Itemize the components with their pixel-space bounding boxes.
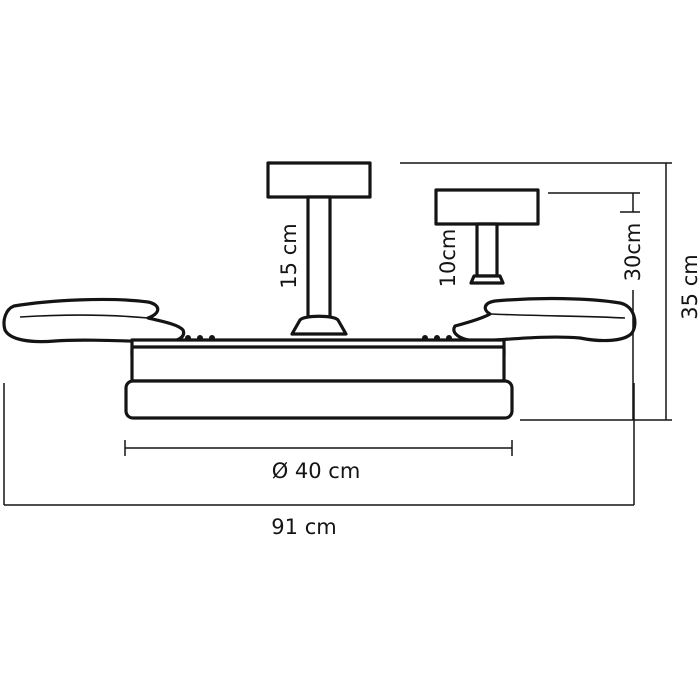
long-downrod bbox=[306, 195, 332, 321]
height-short-dimension bbox=[520, 192, 672, 421]
height-long-label: 35 cm bbox=[678, 254, 700, 319]
short-downrod-collar bbox=[469, 274, 505, 285]
right-blade bbox=[452, 296, 637, 343]
left-blade bbox=[2, 297, 186, 344]
motor-cap bbox=[290, 314, 348, 336]
long-canopy bbox=[266, 161, 372, 199]
short-downrod bbox=[475, 222, 499, 278]
short-canopy bbox=[434, 188, 540, 226]
body-diameter-dimension bbox=[124, 440, 513, 456]
housing-screws bbox=[185, 335, 452, 341]
long-downrod-label: 15 cm bbox=[277, 223, 301, 288]
short-downrod-label: 10cm bbox=[436, 229, 460, 288]
left-blade-fold bbox=[19, 314, 149, 319]
blade-span-label: 91 cm bbox=[271, 515, 336, 539]
height-long-dimension bbox=[400, 162, 672, 420]
fan-body-upper bbox=[130, 345, 506, 383]
height-short-label: 30cm bbox=[621, 223, 645, 282]
blade-span-dimension bbox=[3, 383, 635, 506]
right-blade-fold bbox=[489, 313, 626, 319]
short-downrod-assembly bbox=[434, 188, 540, 285]
body-diameter-label: Ø 40 cm bbox=[272, 459, 361, 483]
fan-body-lower bbox=[124, 379, 514, 420]
long-downrod-assembly bbox=[266, 161, 372, 321]
